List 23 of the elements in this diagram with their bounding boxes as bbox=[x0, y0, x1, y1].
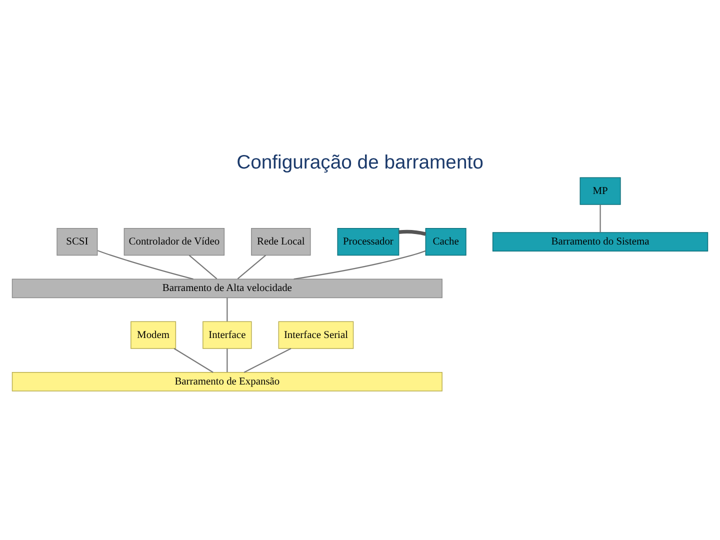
node-box: MP bbox=[580, 176, 621, 204]
connector bbox=[226, 348, 228, 372]
connector bbox=[97, 250, 194, 280]
node-box: Barramento de Expansão bbox=[12, 371, 442, 391]
node-box: Barramento do Sistema bbox=[492, 232, 708, 251]
connector bbox=[600, 204, 601, 232]
connector bbox=[398, 229, 426, 236]
node-box: Barramento de Alta velocidade bbox=[12, 278, 442, 298]
node-box: Interface bbox=[202, 320, 252, 348]
node-box: Modem bbox=[130, 320, 176, 348]
connector bbox=[244, 348, 292, 372]
node-box: Cache bbox=[425, 227, 466, 256]
connector bbox=[237, 254, 266, 279]
node-box: Processador bbox=[337, 227, 400, 256]
connector bbox=[294, 250, 426, 280]
diagram-title: Configuração de barramento bbox=[236, 150, 484, 173]
node-box: Interface Serial bbox=[278, 320, 354, 348]
connector bbox=[174, 348, 214, 372]
connector bbox=[188, 254, 218, 279]
connector bbox=[226, 297, 228, 321]
node-box: SCSI bbox=[56, 227, 98, 256]
node-box: Rede Local bbox=[251, 227, 311, 256]
node-box: Controlador de Vídeo bbox=[124, 227, 225, 256]
